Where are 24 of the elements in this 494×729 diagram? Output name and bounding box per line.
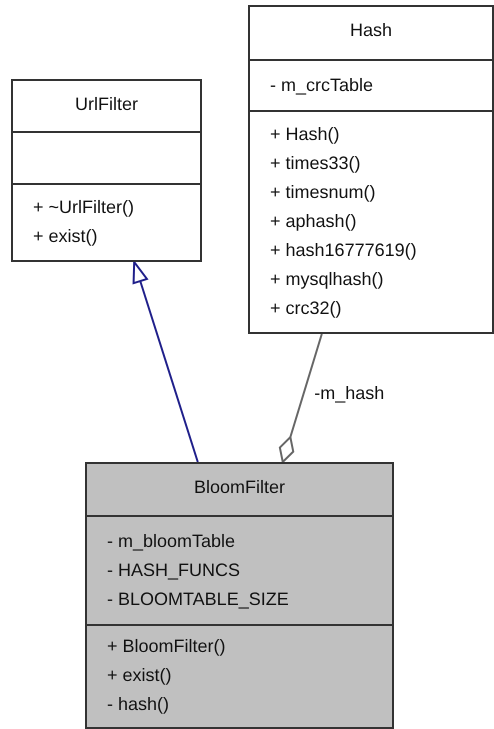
- inheritance-arrow: [132, 261, 199, 462]
- member-text: + timesnum(): [269, 181, 377, 204]
- member-text: - m_crcTable: [269, 74, 374, 97]
- member-text: - hash(): [106, 693, 170, 716]
- class-box: [85, 462, 394, 729]
- member-text: + hash16777619(): [269, 239, 418, 262]
- class-name: UrlFilter: [74, 93, 139, 116]
- member-text: + BloomFilter(): [106, 635, 227, 658]
- member-text: - BLOOMTABLE_SIZE: [106, 588, 290, 611]
- class-box: [248, 5, 494, 334]
- member-text: - HASH_FUNCS: [106, 559, 242, 582]
- member-text: + exist(): [32, 225, 99, 248]
- member-text: - m_bloomTable: [106, 530, 236, 553]
- member-text: + aphash(): [269, 210, 358, 233]
- class-name: Hash: [348, 19, 394, 42]
- member-text: + Hash(): [269, 123, 341, 146]
- class-name: BloomFilter: [192, 476, 286, 499]
- member-text: + crc32(): [269, 297, 343, 320]
- aggregation-line: [278, 334, 323, 463]
- class-box: [11, 79, 202, 262]
- member-text: + times33(): [269, 152, 362, 175]
- member-text: + mysqlhash(): [269, 268, 385, 291]
- member-text: + ~UrlFilter(): [32, 196, 136, 219]
- member-text: + exist(): [106, 664, 173, 687]
